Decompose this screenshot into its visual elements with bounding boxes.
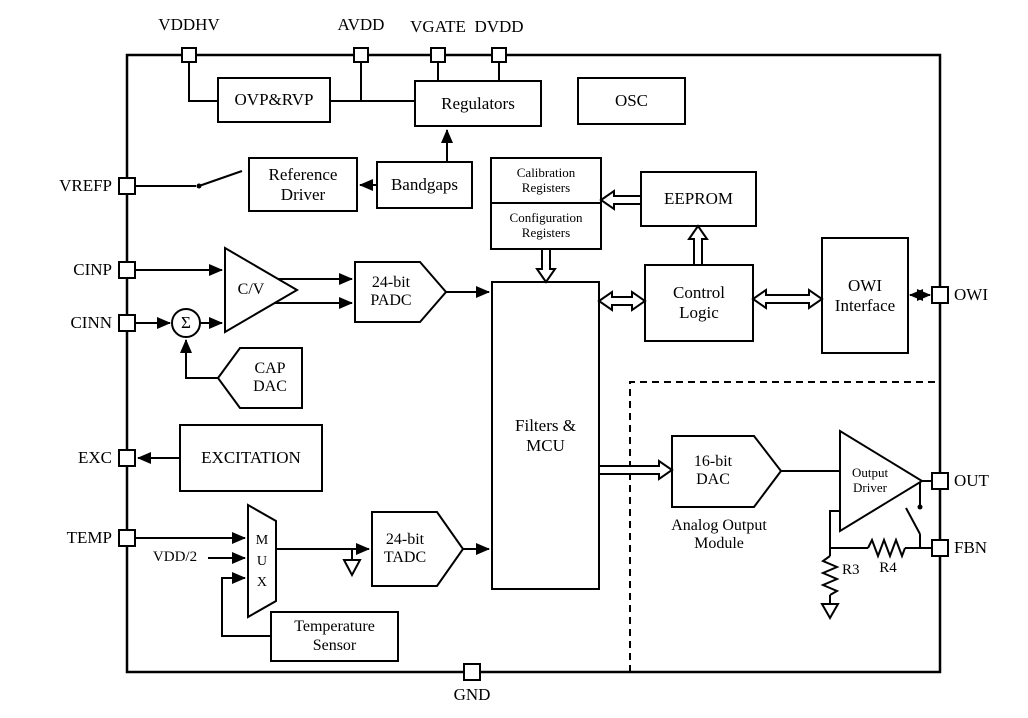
pin-avdd <box>353 47 369 63</box>
shape-cap-dac <box>216 347 303 409</box>
block-label-regulators: Regulators <box>441 93 515 113</box>
block-label-owi-interface: OWI Interface <box>834 275 896 315</box>
pin-exc <box>118 449 136 467</box>
block-label-bandgaps: Bandgaps <box>390 175 459 195</box>
bus-arrow-eeprom-registers <box>599 189 642 211</box>
block-label-control-logic: Control Logic <box>673 283 725 322</box>
pin-label-temp: TEMP <box>66 528 112 548</box>
block-temperature-sensor <box>270 611 399 662</box>
block-label-reference-driver: Reference Driver <box>268 164 338 204</box>
bus-arrow-filters-control <box>597 290 647 312</box>
switch-vrefp-blade <box>198 170 243 187</box>
pin-label-exc: EXC <box>78 448 112 468</box>
shape-mux <box>247 503 277 619</box>
pin-cinn <box>118 314 136 332</box>
pin-owi <box>931 286 949 304</box>
switch-feedback-blade <box>905 507 921 535</box>
block-outlines <box>179 77 909 662</box>
block-owi-interface <box>821 237 909 354</box>
block-ovp-rvp <box>217 77 331 123</box>
block-shapes <box>171 246 924 619</box>
pin-label-vgate: VGATE <box>410 17 466 37</box>
pin-dvdd <box>491 47 507 63</box>
bus-arrow-filters-dac <box>598 459 674 481</box>
pin-label-fbn: FBN <box>954 538 988 558</box>
ground-arrow-r3 <box>820 603 840 621</box>
wires <box>135 62 932 604</box>
block-label-excitation: EXCITATION <box>201 448 301 468</box>
bus-arrows <box>535 189 824 481</box>
arrow-wires <box>135 129 931 637</box>
switch-feedback-pivot <box>917 504 923 510</box>
bus-arrow-control-eeprom <box>687 224 709 266</box>
block-bandgaps <box>376 161 473 209</box>
shape-dac16 <box>671 435 783 508</box>
label-r3: R3 <box>842 562 860 579</box>
resistor-r4 <box>867 537 906 559</box>
chip-border <box>125 53 942 674</box>
block-label-osc: OSC <box>614 91 649 111</box>
block-label-filters-mcu: Filters & MCU <box>515 415 576 455</box>
pin-temp <box>118 529 136 547</box>
wire-vddhv-ovp <box>188 62 218 102</box>
wire-capdac-sigma <box>180 339 218 379</box>
pin-label-owi: OWI <box>954 285 988 305</box>
bus-arrow-config-filters <box>535 248 557 284</box>
pin-pads <box>118 47 949 681</box>
block-label-sigma: Σ <box>181 313 191 333</box>
block-label-dac16: 16-bit DAC <box>693 452 733 488</box>
pin-label-gnd: GND <box>453 685 491 705</box>
pin-label-cinn: CINN <box>70 313 112 333</box>
shape-summing-node <box>171 308 201 338</box>
resistor-r3 <box>820 555 840 596</box>
pin-label-avdd: AVDD <box>337 15 385 35</box>
pin-label-vddhv: VDDHV <box>158 15 220 35</box>
block-label-eeprom: EEPROM <box>664 189 733 209</box>
pin-label-cinp: CINP <box>73 260 112 280</box>
block-label-output-driver: Output Driver <box>851 465 889 495</box>
pin-gnd <box>463 663 481 681</box>
block-control-logic <box>644 264 754 342</box>
bus-arrow-control-owi <box>751 288 824 310</box>
pin-label-vrefp: VREFP <box>59 176 112 196</box>
block-label-configuration-registers: Configuration Registers <box>509 210 583 240</box>
pin-fbn <box>931 539 949 557</box>
pin-vddhv <box>181 47 197 63</box>
block-osc <box>577 77 686 125</box>
label-analog-output-module: Analog Output Module <box>671 516 767 552</box>
shape-cv-amplifier <box>224 246 299 334</box>
block-regulators <box>414 80 542 127</box>
block-label-temperature-sensor: Temperature Sensor <box>294 618 375 654</box>
block-label-cv: C/V <box>237 280 265 298</box>
block-label-tadc: 24-bit TADC <box>383 530 427 566</box>
shape-padc <box>354 261 448 323</box>
pin-vrefp <box>118 177 136 195</box>
pin-out <box>931 472 949 490</box>
label-r4: R4 <box>879 560 897 577</box>
block-excitation <box>179 424 323 492</box>
block-label-mux: M U X <box>255 532 269 590</box>
pin-label-dvdd: DVDD <box>474 17 524 37</box>
block-label-ovp-rvp: OVP&RVP <box>234 90 314 110</box>
block-configuration-registers <box>490 202 602 250</box>
pin-cinp <box>118 261 136 279</box>
block-label-padc: 24-bit PADC <box>370 273 412 309</box>
ground-arrow-tadc <box>342 559 362 578</box>
block-reference-driver <box>248 157 358 212</box>
block-calibration-registers <box>490 157 602 204</box>
pin-vgate <box>430 47 446 63</box>
analog-output-module-boundary <box>629 381 940 672</box>
pin-label-out: OUT <box>954 471 989 491</box>
wire-inverting-input <box>829 510 840 556</box>
switch-vrefp-pivot <box>196 183 202 189</box>
block-label-calibration-registers: Calibration Registers <box>516 164 576 195</box>
shape-tadc <box>371 511 465 587</box>
label-vdd2: VDD/2 <box>152 549 198 566</box>
shape-output-driver <box>839 429 924 533</box>
wire-tempsensor-mux <box>221 572 271 637</box>
block-label-cap-dac: CAP DAC <box>253 359 287 395</box>
